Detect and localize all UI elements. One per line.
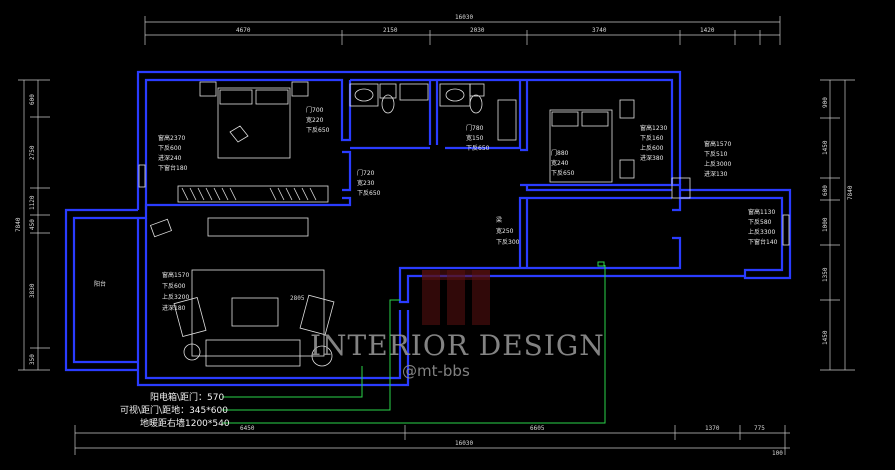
bedroom2-note-3: 上反600	[640, 144, 664, 152]
sofa	[205, 339, 301, 367]
left-dimension-chain: 7840 600 2750 1120 450 3830 350	[15, 79, 50, 371]
bedroom1-note-1: 窗高2370	[158, 134, 185, 142]
bathtub-1	[349, 83, 379, 107]
window-right-note-4: 进深130	[704, 170, 728, 178]
door2-note-1: 门720	[357, 169, 375, 177]
bedroom2-note-1: 窗高1230	[640, 124, 667, 132]
bottom-dim-1: 6450	[240, 425, 255, 432]
bottom-corner-dim: 100	[772, 450, 783, 457]
bedroom1-note-3: 进深240	[158, 154, 182, 162]
door1-note-1: 门700	[306, 106, 324, 114]
right-overall-dim: 7840	[847, 185, 854, 200]
annotation-3: 地暖距右墙1200*540	[140, 417, 230, 429]
bedroom2-note-2: 下反160	[640, 134, 664, 142]
window-right-note-2: 下反510	[704, 150, 728, 158]
tv-console	[207, 217, 309, 237]
armchair-left	[173, 296, 207, 338]
living-area-label: 2805	[290, 295, 305, 302]
armchair-right	[299, 294, 335, 336]
sink-2	[439, 83, 471, 107]
living-note-3: 上反3200	[162, 293, 189, 301]
watermark: INTERIOR DESIGN @mt-bbs	[310, 270, 605, 380]
left-dim-3: 1120	[29, 195, 36, 210]
watermark-title: INTERIOR DESIGN	[310, 329, 605, 362]
bottom-dim-3: 1370	[705, 425, 720, 432]
right-dimension-chain: 7840 900 1450 600 1000 1350 1450	[820, 79, 855, 371]
top-dim-4: 3740	[592, 27, 607, 34]
right-dim-4: 1000	[822, 217, 829, 232]
passage-note-1: 梁	[496, 216, 502, 224]
left-dim-2: 2750	[29, 145, 36, 160]
leader-lines	[222, 261, 606, 424]
door1-note-2: 宽220	[306, 116, 324, 124]
balcony-label: 阳台	[94, 280, 106, 288]
bedroom2-note-4: 进深380	[640, 154, 664, 162]
annotation-1: 阳电箱\距门：570	[150, 391, 224, 403]
toilet-1	[379, 83, 397, 99]
left-overall-dim: 7840	[15, 217, 22, 232]
furniture	[138, 81, 790, 367]
top-dim-2: 2150	[383, 27, 398, 34]
top-overall-dim: 16030	[455, 14, 473, 21]
bed-1	[217, 87, 291, 159]
coffee-table	[231, 297, 279, 327]
left-dim-4: 450	[29, 219, 36, 230]
top-dim-3: 2030	[470, 27, 485, 34]
door3-note-2: 宽150	[466, 134, 484, 142]
right-dim-6: 1450	[822, 330, 829, 345]
right-dim-5: 1350	[822, 267, 829, 282]
passage-note-3: 下反300	[496, 238, 520, 246]
top-dim-1: 4670	[236, 27, 251, 34]
right-dim-1: 900	[822, 97, 829, 108]
room-notes: 阳台 窗高2370 下反600 进深240 下窗台180 门700 宽220 下…	[94, 106, 778, 312]
kitchen-note-1: 窗高1130	[748, 208, 775, 216]
annotation-2: 可视\距门\距地：345*600	[120, 404, 228, 416]
bottom-dimension-chain: 6450 6605 1370 775 16030 100	[74, 425, 790, 457]
bottom-overall-dim: 16030	[455, 440, 473, 447]
window-right-note-3: 上反3000	[704, 160, 731, 168]
passage-note-2: 宽250	[496, 227, 514, 235]
right-dim-2: 1450	[822, 140, 829, 155]
living-note-1: 窗高1570	[162, 271, 189, 279]
door4-note-3: 下反650	[551, 169, 575, 177]
living-note-2: 下反600	[162, 282, 186, 290]
annotations: 阳电箱\距门：570 可视\距门\距地：345*600 地暖距右墙1200*54…	[120, 391, 230, 429]
watermark-handle: @mt-bbs	[402, 362, 470, 380]
window-right-note-1: 窗高1570	[704, 140, 731, 148]
door4-note-2: 宽240	[551, 159, 569, 167]
kitchen-note-4: 下窗台140	[748, 238, 778, 246]
living-rug	[191, 269, 325, 357]
living-note-4: 进深180	[162, 304, 186, 312]
door3-note-1: 门780	[466, 124, 484, 132]
door2-note-3: 下反650	[357, 189, 381, 197]
walls	[64, 70, 792, 387]
door4-note-1: 门880	[551, 149, 569, 157]
bottom-dim-4: 775	[754, 425, 765, 432]
left-dim-6: 350	[29, 354, 36, 365]
bedroom1-note-4: 下窗台180	[158, 164, 188, 172]
bottom-dim-2: 6605	[530, 425, 545, 432]
kitchen-note-2: 下反580	[748, 218, 772, 226]
left-dim-5: 3830	[29, 283, 36, 298]
right-dim-3: 600	[822, 185, 829, 196]
door1-note-3: 下反650	[306, 126, 330, 134]
top-dimension-chain: 16030 4670 2150 2030 3740 1420	[144, 14, 781, 45]
top-dim-5: 1420	[700, 27, 715, 34]
bedroom1-note-2: 下反600	[158, 144, 182, 152]
door3-note-3: 下反650	[466, 144, 490, 152]
wardrobe	[177, 185, 329, 203]
bed-2	[549, 109, 613, 183]
door2-note-2: 宽230	[357, 179, 375, 187]
kitchen-note-3: 上反3300	[748, 228, 775, 236]
left-dim-1: 600	[29, 94, 36, 105]
